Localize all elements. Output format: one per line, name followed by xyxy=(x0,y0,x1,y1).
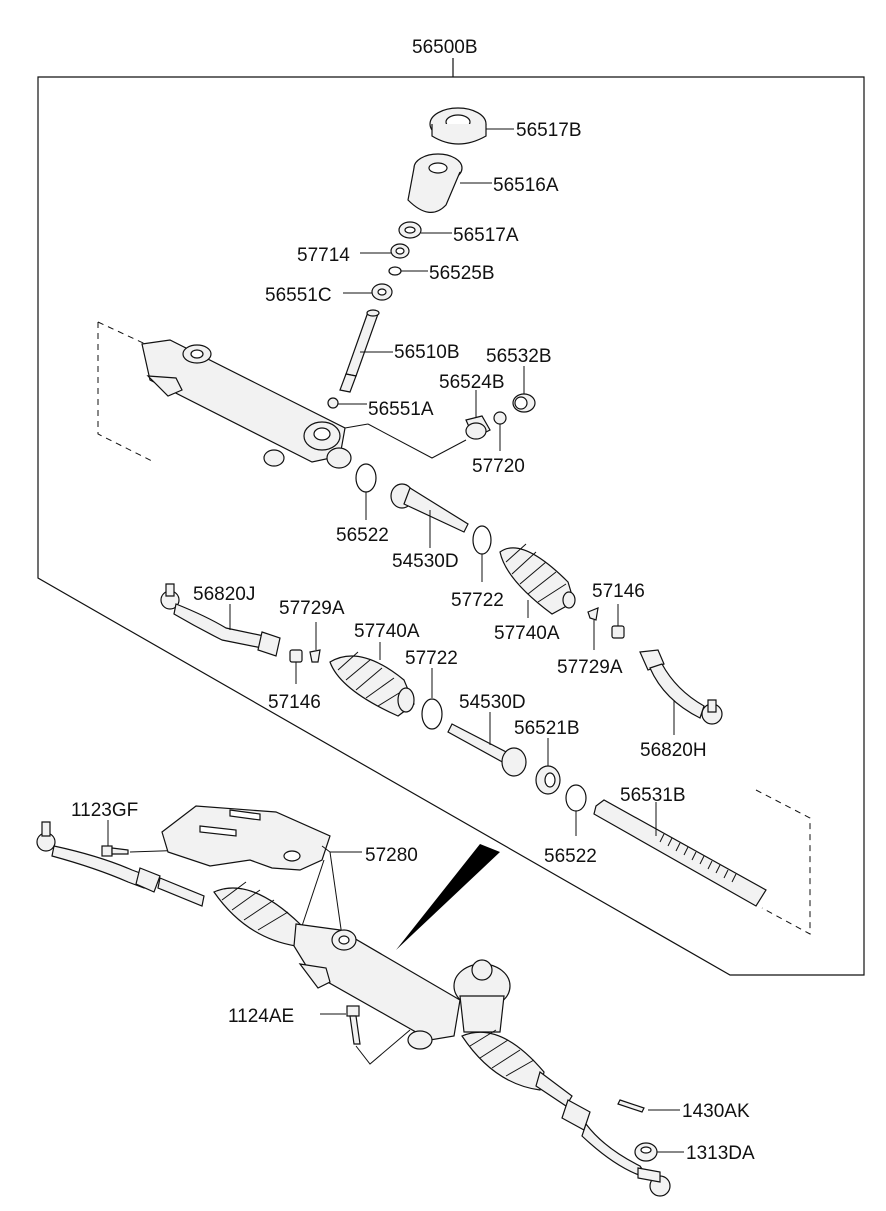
part-56524B xyxy=(465,415,491,440)
label-57280: 57280 xyxy=(365,845,418,866)
label-56522-lower: 56522 xyxy=(544,846,597,867)
part-57729A-left xyxy=(309,649,321,663)
label-56820J: 56820J xyxy=(193,584,255,605)
assembly-boundary xyxy=(37,58,865,976)
part-1124AE xyxy=(346,1005,361,1045)
part-54530D-upper xyxy=(390,483,469,533)
part-assembled-steering-gear xyxy=(36,821,671,1197)
label-56524B: 56524B xyxy=(439,372,505,393)
part-57714 xyxy=(390,243,410,259)
label-56516A: 56516A xyxy=(493,175,559,196)
label-56551C: 56551C xyxy=(265,285,332,306)
label-57740A-upper: 57740A xyxy=(494,623,560,644)
label-57729A-left: 57729A xyxy=(279,598,345,619)
label-56525B: 56525B xyxy=(429,263,495,284)
part-1430AK xyxy=(617,1099,645,1113)
label-56551A: 56551A xyxy=(368,399,434,420)
part-56551C xyxy=(371,283,393,301)
part-56531B xyxy=(593,789,811,935)
label-56500B: 56500B xyxy=(412,37,478,58)
part-57729A-right xyxy=(587,607,599,621)
part-56820J xyxy=(160,583,281,657)
label-57729A-right: 57729A xyxy=(557,657,623,678)
part-56510B xyxy=(339,309,380,393)
label-57720: 57720 xyxy=(472,456,525,477)
part-57280 xyxy=(161,805,331,871)
part-1123GF xyxy=(101,845,129,857)
part-56820H xyxy=(639,649,723,725)
part-56522-lower xyxy=(565,784,587,812)
part-56517A xyxy=(398,221,422,239)
part-57146-left xyxy=(289,649,303,663)
label-57722-lower: 57722 xyxy=(405,648,458,669)
label-57146-right: 57146 xyxy=(592,581,645,602)
part-56525B xyxy=(388,266,402,276)
label-1124AE: 1124AE xyxy=(228,1006,294,1027)
label-56531B: 56531B xyxy=(620,785,686,806)
label-56517B: 56517B xyxy=(516,120,582,141)
label-54530D-lower: 54530D xyxy=(459,692,526,713)
direction-arrow xyxy=(396,844,500,950)
part-57146-right xyxy=(611,625,625,639)
part-56551A xyxy=(327,397,339,409)
label-1313DA: 1313DA xyxy=(686,1143,755,1164)
label-57714: 57714 xyxy=(297,245,350,266)
label-56521B: 56521B xyxy=(514,718,580,739)
part-56521B xyxy=(535,765,561,795)
part-54530D-lower xyxy=(447,723,527,777)
part-56516A xyxy=(407,153,463,213)
label-54530D-upper: 54530D xyxy=(392,551,459,572)
label-57722-upper: 57722 xyxy=(451,590,504,611)
part-56522-upper xyxy=(355,463,377,493)
label-56517A: 56517A xyxy=(453,225,519,246)
label-56820H: 56820H xyxy=(640,740,707,761)
part-57720 xyxy=(493,411,507,425)
part-1313DA xyxy=(634,1142,658,1162)
part-57740A-upper xyxy=(499,543,576,615)
part-57722-lower xyxy=(421,698,443,730)
part-gear-housing-upper xyxy=(97,321,467,469)
part-57740A-lower xyxy=(329,651,415,717)
label-1430AK: 1430AK xyxy=(682,1101,750,1122)
label-57146-left: 57146 xyxy=(268,692,321,713)
label-56522-upper: 56522 xyxy=(336,525,389,546)
part-57722-upper xyxy=(472,525,492,555)
label-57740A-lower: 57740A xyxy=(354,621,420,642)
label-56532B: 56532B xyxy=(486,346,552,367)
part-56517B xyxy=(429,107,487,145)
label-56510B: 56510B xyxy=(394,342,460,363)
part-56532B xyxy=(512,393,536,413)
label-1123GF: 1123GF xyxy=(71,800,138,821)
